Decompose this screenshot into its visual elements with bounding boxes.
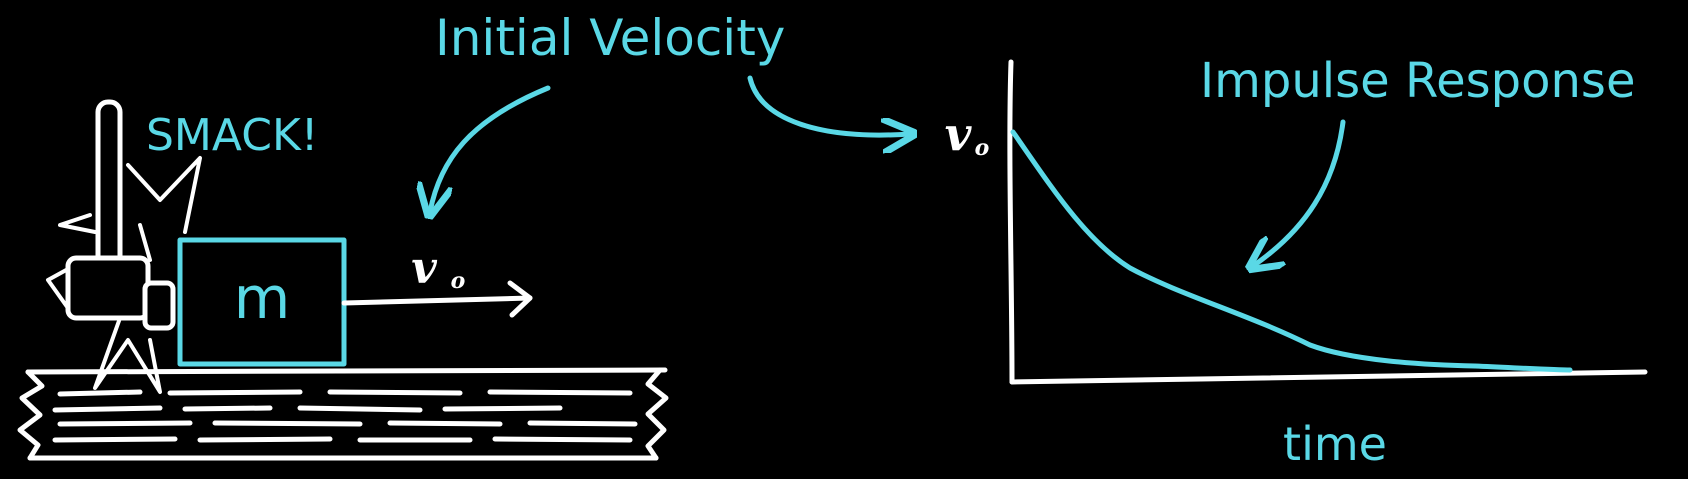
- velocity-label-block-subscript: o: [451, 268, 466, 294]
- smack-label: SMACK!: [146, 110, 318, 161]
- time-axis-label: time: [1283, 417, 1387, 471]
- velocity-arrow: [341, 280, 533, 318]
- mass-label: m: [234, 264, 291, 332]
- hammer-icon: [65, 99, 176, 331]
- initial-velocity-arrow-to-block: [430, 85, 551, 212]
- impulse-response-curve: [1010, 129, 1573, 373]
- y-axis: [1007, 59, 1015, 385]
- impulse-response-label: Impulse Response: [1200, 53, 1635, 109]
- velocity-label-block: v: [411, 243, 437, 294]
- initial-velocity-arrow-to-graph: [747, 75, 910, 135]
- initial-velocity-label: Initial Velocity: [435, 9, 785, 67]
- x-axis: [1009, 369, 1648, 385]
- impulse-response-arrow: [1253, 119, 1346, 266]
- wooden-floor-icon: [17, 367, 669, 461]
- velocity-label-axis-subscript: o: [975, 135, 990, 161]
- velocity-label-axis: v: [945, 107, 973, 161]
- graph-axes: [1007, 59, 1648, 385]
